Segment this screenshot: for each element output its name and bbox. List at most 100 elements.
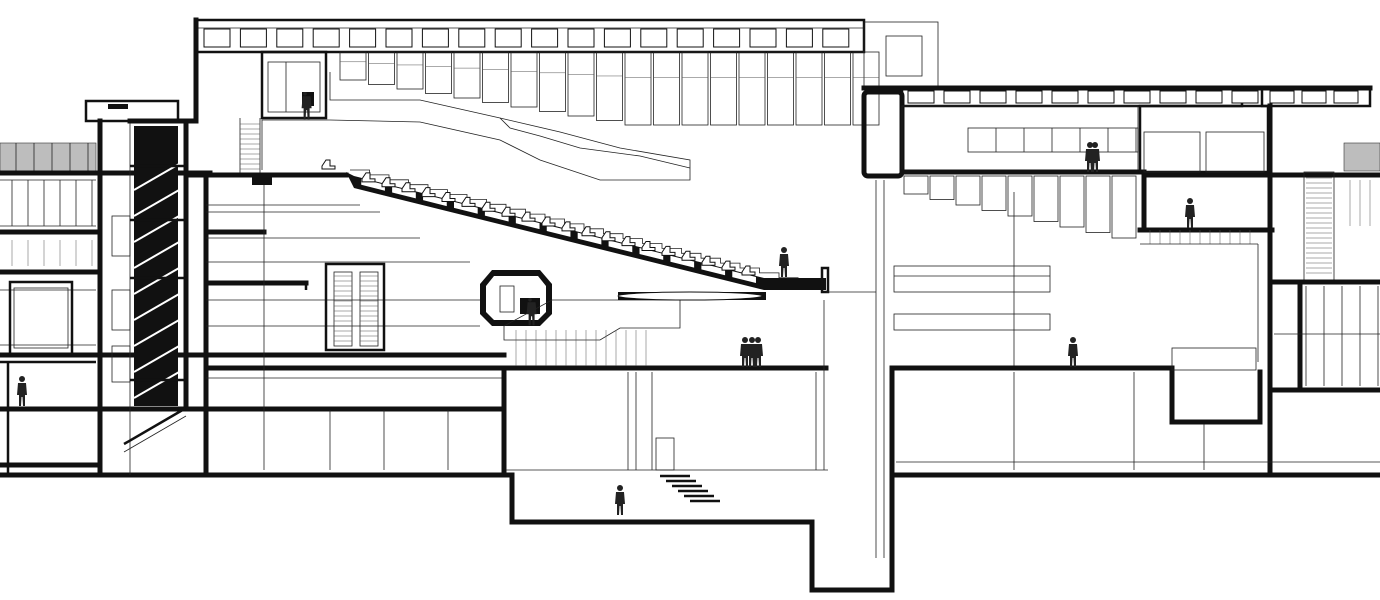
truss-panel bbox=[203, 28, 231, 48]
truss-panel bbox=[385, 28, 413, 48]
seat bbox=[321, 159, 336, 170]
acoustic-panel bbox=[767, 51, 794, 126]
acoustic-panel bbox=[929, 175, 955, 200]
seat bbox=[641, 241, 656, 251]
truss-panel bbox=[1087, 90, 1115, 104]
truss-panel bbox=[1123, 90, 1151, 104]
truss-panel bbox=[749, 28, 777, 48]
truss-panel bbox=[458, 28, 486, 48]
stage-and-pit bbox=[501, 180, 1380, 593]
acoustic-panel bbox=[1085, 175, 1111, 233]
acoustic-panel bbox=[624, 51, 652, 126]
seat bbox=[581, 226, 596, 237]
foyer-levels bbox=[183, 172, 829, 478]
seat bbox=[381, 177, 396, 188]
acoustic-panel bbox=[903, 175, 929, 195]
acoustic-panel bbox=[368, 51, 395, 85]
acoustic-panel bbox=[510, 51, 538, 108]
acoustic-panel bbox=[567, 51, 595, 117]
acoustic-panel bbox=[955, 175, 981, 206]
person-figure bbox=[1087, 142, 1093, 148]
acoustic-panel bbox=[653, 51, 680, 126]
acoustic-panel bbox=[453, 51, 481, 99]
truss-panel bbox=[239, 28, 267, 48]
seat bbox=[361, 172, 376, 183]
truss-panel bbox=[979, 90, 1007, 104]
truss-panel bbox=[349, 28, 377, 48]
person-figure bbox=[749, 337, 755, 343]
person-figure bbox=[19, 376, 25, 382]
auditorium-rake bbox=[321, 159, 876, 294]
truss-panel bbox=[1301, 90, 1327, 104]
left-wing bbox=[0, 142, 515, 478]
acoustic-panel bbox=[824, 51, 851, 126]
person-figure bbox=[742, 337, 748, 343]
seat bbox=[401, 182, 416, 193]
acoustic-panel bbox=[738, 51, 766, 126]
acoustic-panel bbox=[396, 51, 424, 90]
person-figure bbox=[617, 485, 623, 491]
acoustic-panel bbox=[425, 51, 452, 94]
person-figure bbox=[1070, 337, 1076, 343]
acoustic-panel bbox=[1059, 175, 1085, 228]
truss-panel bbox=[1333, 90, 1359, 104]
seat bbox=[601, 231, 616, 242]
seat bbox=[461, 196, 476, 207]
upper-roof-truss bbox=[193, 17, 939, 121]
truss-panel bbox=[907, 90, 935, 104]
truss-panel bbox=[276, 28, 304, 48]
truss-panel bbox=[312, 28, 340, 48]
acoustic-panel bbox=[596, 51, 623, 121]
scale-figures bbox=[17, 92, 1195, 515]
stair-core bbox=[84, 99, 261, 478]
person-figure bbox=[781, 247, 787, 253]
ceiling-soffit bbox=[261, 72, 691, 181]
truss-panel bbox=[943, 90, 971, 104]
seat bbox=[661, 245, 676, 256]
acoustic-panel bbox=[482, 51, 509, 103]
truss-panel bbox=[531, 28, 559, 48]
seat bbox=[501, 206, 516, 217]
truss-panel bbox=[1269, 90, 1295, 104]
truss-panel bbox=[713, 28, 741, 48]
truss-panel bbox=[1231, 90, 1259, 104]
acoustic-panel bbox=[1033, 175, 1059, 222]
truss-panel bbox=[785, 28, 813, 48]
acoustic-panel bbox=[681, 51, 709, 126]
ceiling-acoustic-panels bbox=[339, 51, 880, 126]
seat bbox=[701, 255, 716, 266]
truss-panel bbox=[1051, 90, 1079, 104]
truss-panel bbox=[1159, 90, 1187, 104]
acoustic-panel bbox=[981, 175, 1007, 211]
truss-panel bbox=[676, 28, 704, 48]
seat bbox=[561, 221, 576, 232]
truss-panel bbox=[603, 28, 631, 48]
seat bbox=[621, 236, 636, 247]
seat bbox=[541, 216, 556, 227]
acoustic-panel bbox=[539, 51, 566, 112]
person-figure bbox=[1092, 142, 1098, 148]
acoustic-panel bbox=[1007, 175, 1033, 217]
seat bbox=[421, 187, 436, 198]
right-wing bbox=[861, 85, 1380, 478]
acoustic-panel bbox=[795, 51, 823, 126]
acoustic-panel bbox=[1111, 175, 1137, 239]
person-figure bbox=[528, 298, 532, 302]
seat bbox=[481, 201, 496, 212]
acoustic-panel bbox=[710, 51, 737, 126]
truss-panel bbox=[421, 28, 449, 48]
seat bbox=[681, 250, 696, 261]
truss-panel bbox=[640, 28, 668, 48]
acoustic-panel bbox=[339, 51, 367, 81]
person-figure bbox=[755, 337, 761, 343]
projection-pod bbox=[480, 270, 766, 366]
seat bbox=[741, 265, 756, 276]
person-figure bbox=[303, 92, 307, 96]
truss-panel bbox=[1015, 90, 1043, 104]
person-figure bbox=[1187, 198, 1193, 204]
seat bbox=[721, 260, 736, 271]
truss-panel bbox=[1195, 90, 1223, 104]
truss-panel bbox=[567, 28, 595, 48]
control-room-upper bbox=[260, 50, 328, 120]
